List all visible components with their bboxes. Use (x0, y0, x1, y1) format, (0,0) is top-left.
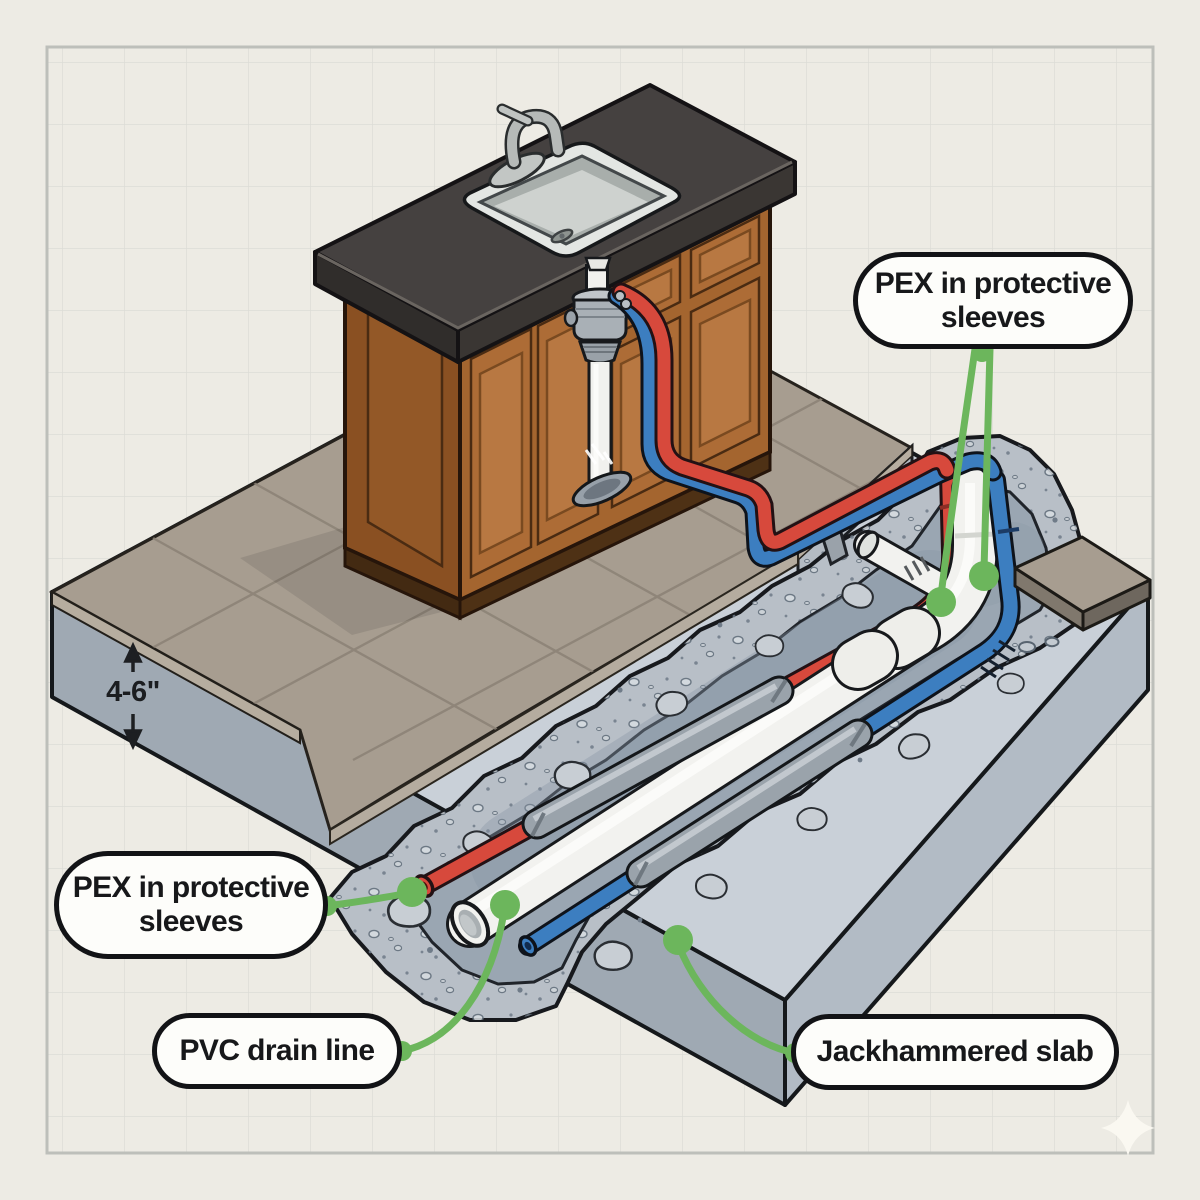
blue-pex-end (518, 935, 538, 957)
callout-text-line: PEX in protective (874, 266, 1112, 300)
connector-pex-top-2 (980, 345, 994, 574)
drain-stub-end (856, 530, 880, 560)
under-sink-plumbing (563, 256, 633, 508)
sink-cabinet (313, 83, 797, 621)
connector-pvc (398, 908, 508, 1055)
sparkle-watermark (1101, 1100, 1155, 1156)
callout-connectors (317, 342, 999, 1063)
callout-text-line: sleeves (138, 905, 244, 938)
toe-kick-left (343, 545, 462, 621)
pvc-couplings (831, 606, 941, 691)
callout-text-line: PEX in protective (72, 871, 310, 905)
trench-pipes (413, 471, 1020, 957)
callout-text-line: Jackhammered slab (816, 1035, 1094, 1069)
protective-sleeves (532, 680, 865, 885)
callout-text-line: sleeves (940, 300, 1046, 334)
connector-slab (675, 942, 799, 1057)
blue-ribbed-sleeve (980, 639, 1016, 679)
tailpiece-flare (584, 256, 612, 272)
supply-fitting (620, 298, 632, 310)
callout-jackhammered-slab: Jackhammered slab (791, 1014, 1119, 1090)
callout-pex-sleeves-left: PEX in protective sleeves (54, 851, 328, 959)
countertop-edge-highlight (317, 160, 793, 330)
callout-pex-sleeves-top: PEX in protective sleeves (853, 252, 1133, 349)
tile-cut-edge (329, 548, 799, 846)
depth-dimension-label: 4-6" (106, 676, 160, 708)
pvc-open-end (449, 900, 491, 948)
blue-pipe-ring (997, 527, 1020, 534)
connector-pex-top-1 (937, 345, 979, 600)
tile-edge-strip (51, 590, 301, 745)
callout-text-line: PVC drain line (179, 1034, 376, 1068)
supply-fitting (614, 290, 626, 302)
trap-side-port (563, 308, 579, 328)
pvc-vertical-ring (954, 531, 996, 539)
faucet (488, 103, 566, 189)
depth-dimension (123, 641, 143, 751)
drain-stub-threads (903, 556, 931, 581)
floor-escutcheon (571, 470, 633, 508)
loose-tile-block (1013, 535, 1152, 632)
pex-supply-pair (615, 291, 993, 558)
cabinet-shadow (240, 525, 465, 635)
callout-pvc-drain-line: PVC drain line (152, 1013, 402, 1089)
